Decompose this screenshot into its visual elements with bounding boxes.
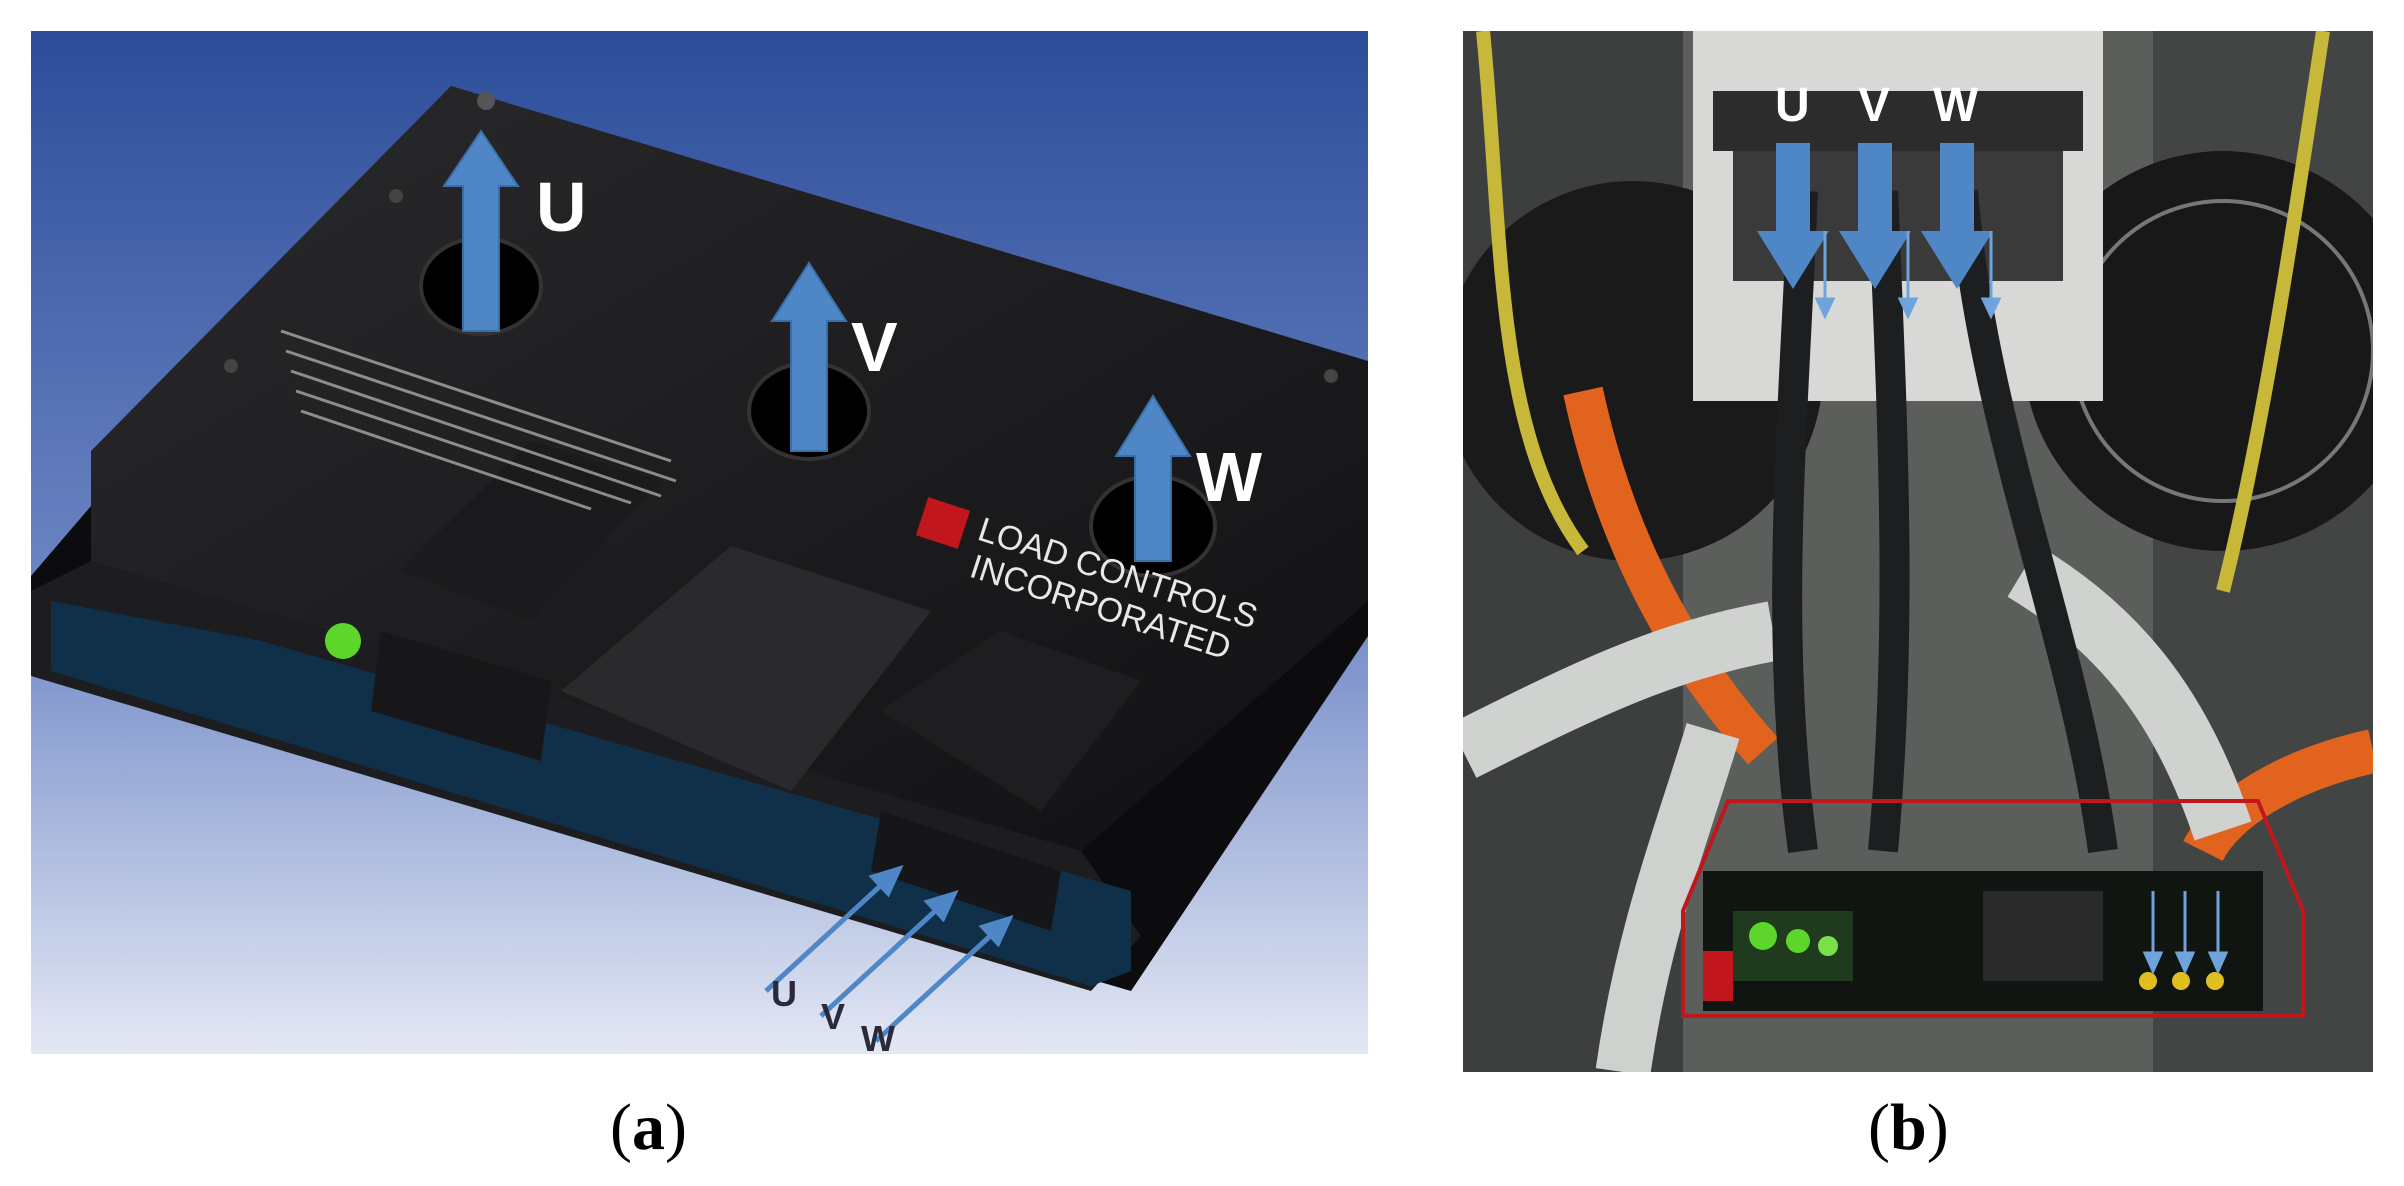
caption-a: (a) [610, 1091, 687, 1164]
label-v-bottom: V [821, 996, 845, 1037]
arrow-up-icon [442, 129, 520, 332]
green-led [325, 623, 361, 659]
installed-sensor-photo: U V W [1463, 31, 2373, 1072]
green-led [1786, 929, 1810, 953]
label-w-bottom: W [861, 1018, 895, 1054]
arrow-up-icon [1114, 394, 1192, 562]
green-led [1818, 936, 1838, 956]
arrow-up-icon [770, 261, 848, 452]
label-u-bottom: U [771, 973, 797, 1014]
caption-letter-b: b [1889, 1091, 1927, 1164]
caption-letter-a: a [631, 1091, 665, 1164]
label-v-top: V [1858, 79, 1890, 132]
green-led [1749, 922, 1777, 950]
power-sensor-device-photo: LOAD CONTROLS INCORPORATED U V W U V W [31, 31, 1368, 1054]
arrow-down-icon [1757, 143, 1829, 289]
sensor-highlight-box [1681, 799, 2305, 1018]
caption-b: (b) [1868, 1091, 1949, 1164]
brand-logo [915, 497, 971, 549]
label-u-top: U [536, 168, 587, 246]
photo-panel-a: LOAD CONTROLS INCORPORATED U V W U V W [31, 31, 1368, 1054]
label-u-top: U [1775, 79, 1810, 132]
arrow-down-icon [1921, 143, 1993, 289]
label-w-top: W [1933, 79, 1979, 132]
label-v-top: V [851, 308, 898, 386]
photo-panel-b: U V W [1463, 31, 2373, 1072]
label-w-top: W [1196, 438, 1262, 516]
arrow-down-icon [1839, 143, 1911, 289]
